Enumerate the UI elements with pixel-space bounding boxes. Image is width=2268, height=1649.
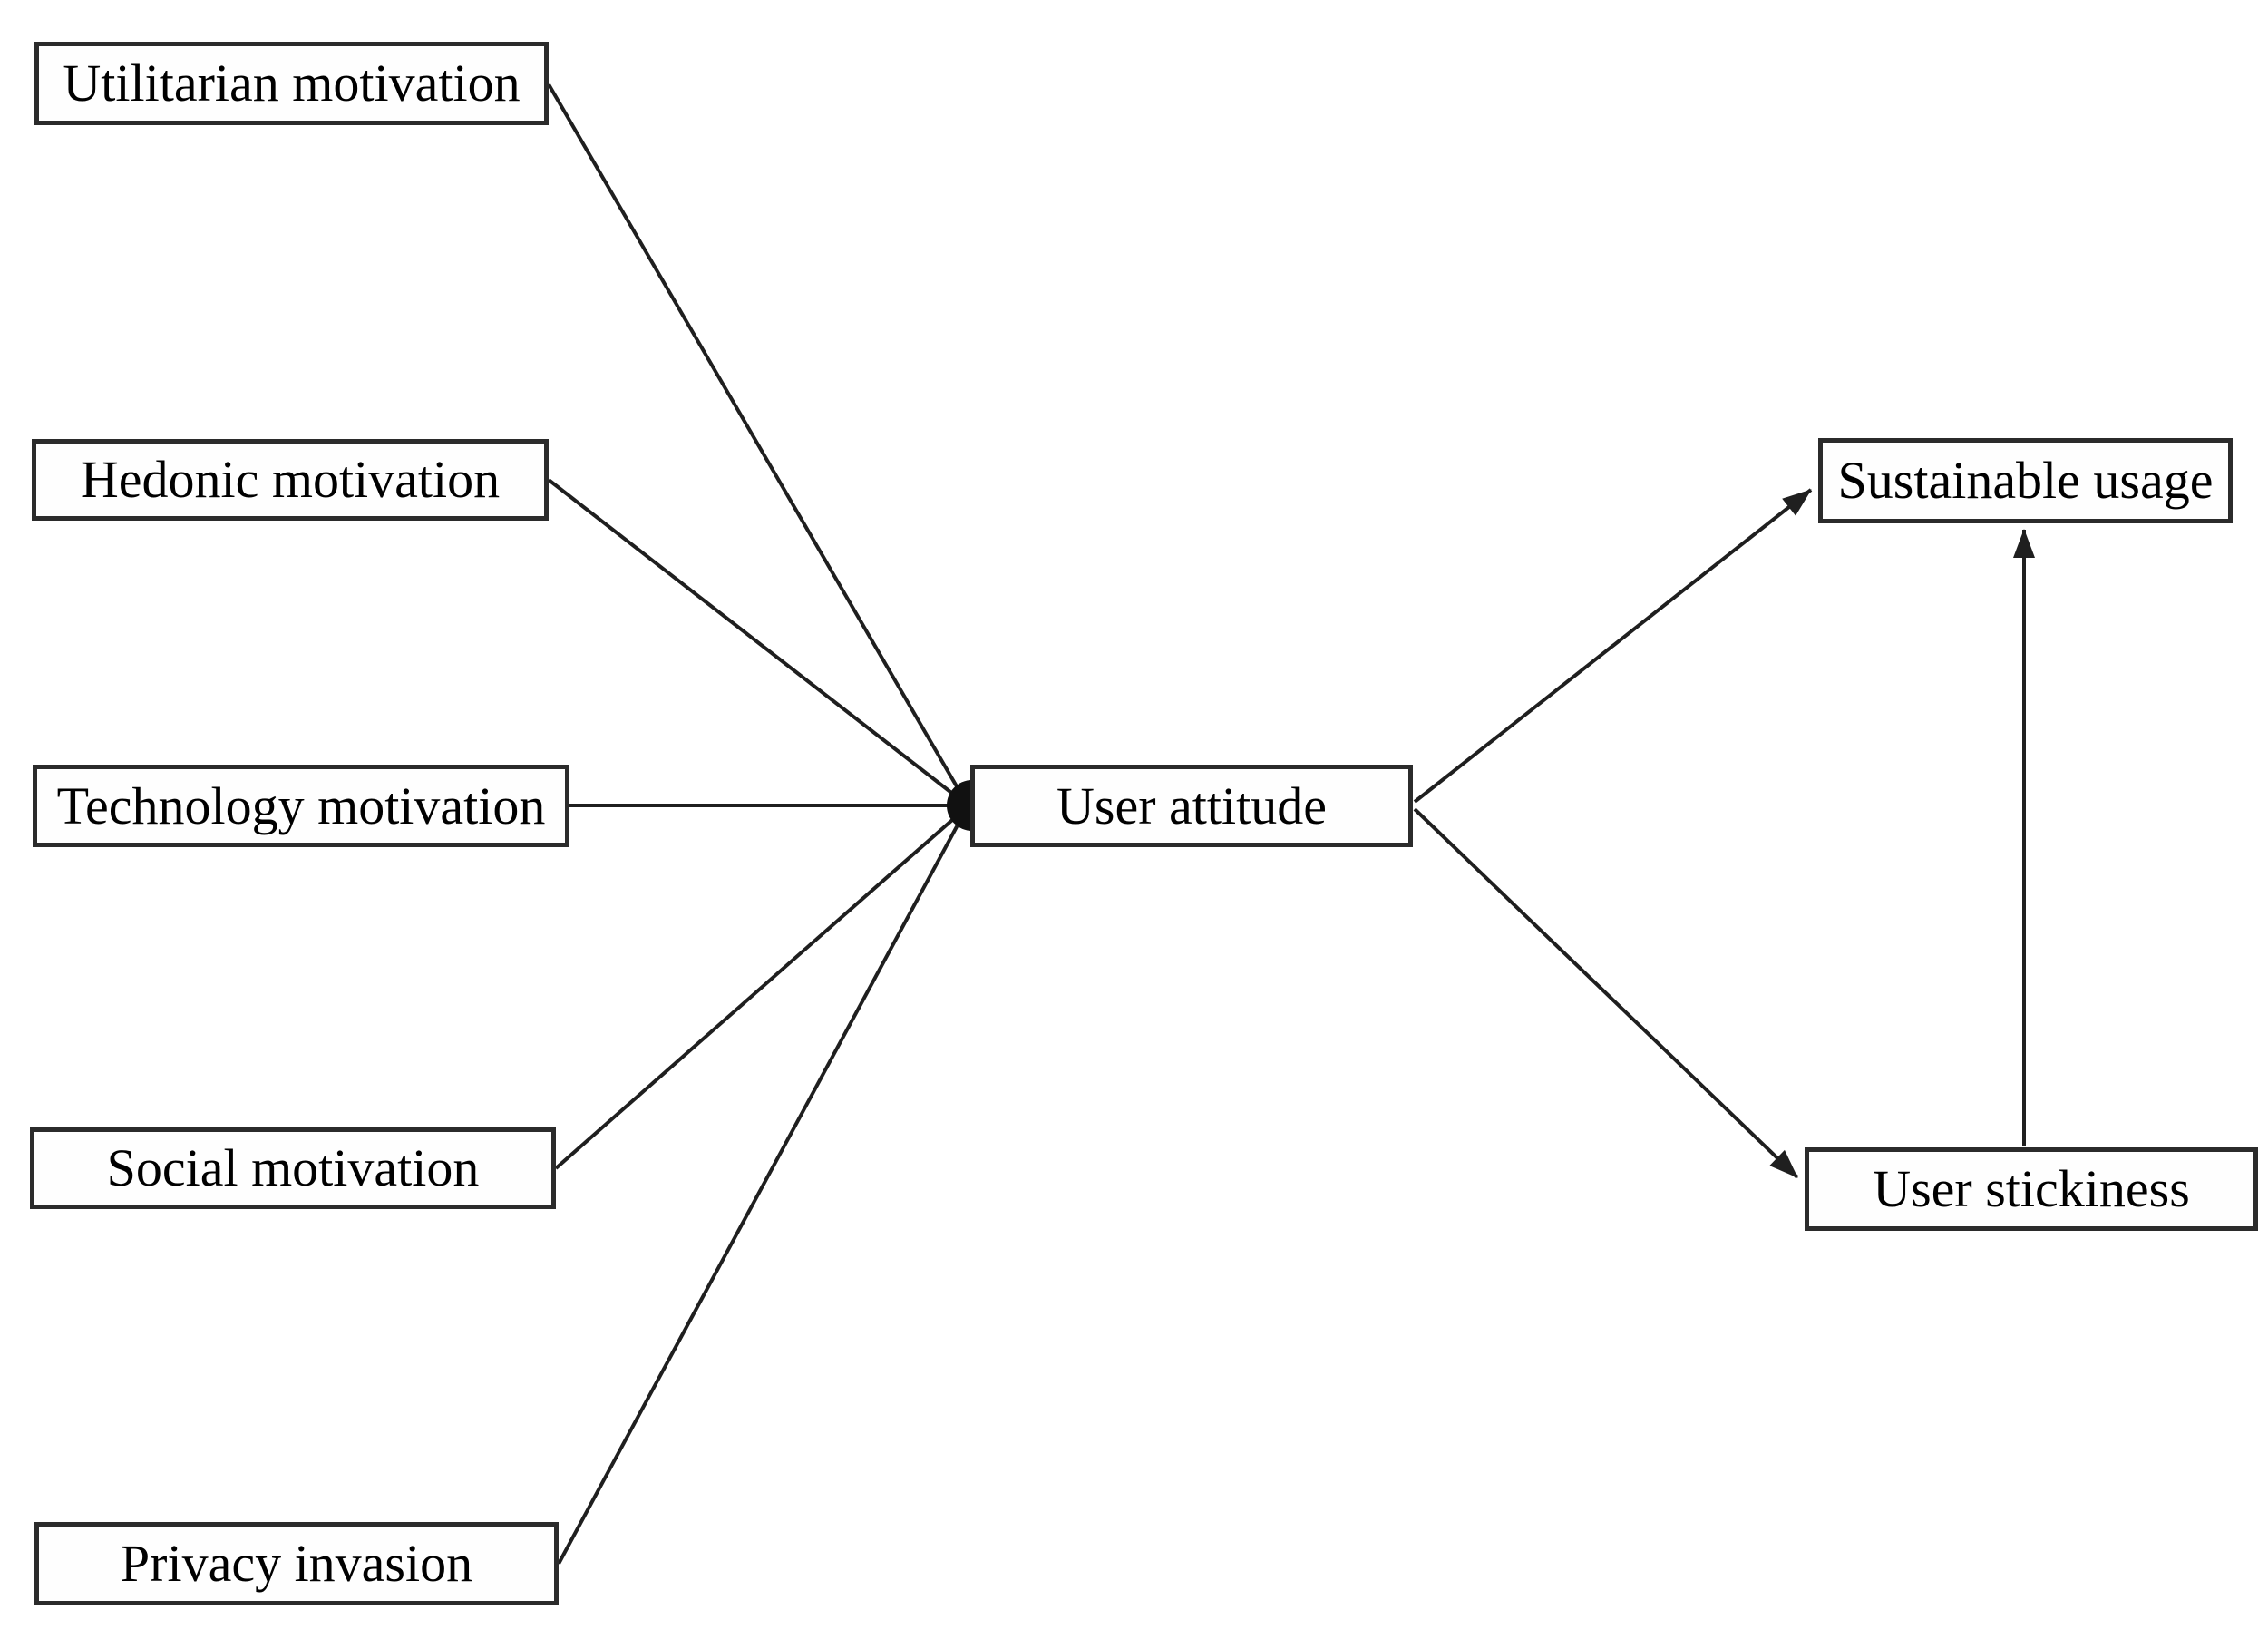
node-label: Hedonic motivation <box>80 450 501 509</box>
node-label: Privacy invasion <box>120 1534 473 1593</box>
node-hedonic-motivation: Hedonic motivation <box>32 439 549 521</box>
node-label: Sustainable usage <box>1837 451 2214 510</box>
edge-attitude-to-stickiness <box>1413 807 1799 1179</box>
edge-utilitarian-to-attitude <box>547 83 969 805</box>
edge-social-to-attitude <box>554 805 969 1170</box>
edge-hedonic-to-attitude <box>547 478 969 806</box>
node-label: User stickiness <box>1873 1159 2190 1218</box>
node-user-attitude: User attitude <box>970 765 1413 847</box>
edge-attitude-to-sustainable <box>1413 488 1813 804</box>
edge-privacy-to-attitude <box>557 807 969 1565</box>
node-technology-motivation: Technology motivation <box>33 765 569 847</box>
node-user-stickiness: User stickiness <box>1805 1147 2258 1231</box>
node-label: Social motivation <box>106 1138 480 1197</box>
converging-arrowheads-blob <box>947 780 972 831</box>
node-label: User attitude <box>1056 776 1327 835</box>
node-social-motivation: Social motivation <box>30 1127 556 1209</box>
node-sustainable-usage: Sustainable usage <box>1818 438 2233 523</box>
node-label: Utilitarian motivation <box>63 54 521 112</box>
node-label: Technology motivation <box>56 776 546 835</box>
node-privacy-invasion: Privacy invasion <box>34 1522 559 1605</box>
node-utilitarian-motivation: Utilitarian motivation <box>34 42 549 125</box>
